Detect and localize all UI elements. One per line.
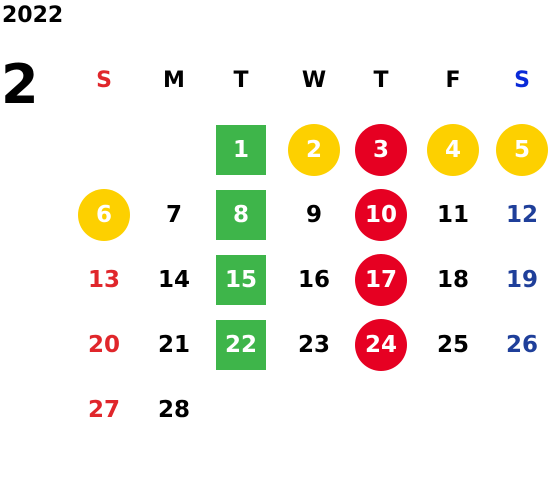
- day-cell: 7: [165, 202, 182, 228]
- day-cell: 17: [355, 254, 407, 306]
- day-cell: 21: [157, 332, 190, 358]
- month-label: 2: [1, 53, 39, 116]
- day-cell: 22: [216, 320, 266, 370]
- day-cell: 23: [297, 332, 330, 358]
- day-cell: 20: [87, 332, 120, 358]
- weekday-header: W: [301, 68, 327, 93]
- day-cell: 28: [157, 397, 190, 423]
- weekday-header: T: [233, 68, 249, 93]
- day-cell: 27: [87, 397, 120, 423]
- day-cell: 26: [505, 332, 538, 358]
- day-cell: 10: [355, 189, 407, 241]
- day-cell: 11: [436, 202, 469, 228]
- weekday-header: F: [445, 68, 461, 93]
- day-cell: 13: [87, 267, 120, 293]
- day-cell: 16: [297, 267, 330, 293]
- day-cell: 14: [157, 267, 190, 293]
- day-cell: 3: [355, 124, 407, 176]
- day-cell: 18: [436, 267, 469, 293]
- weekday-header: T: [373, 68, 389, 93]
- day-cell: 9: [305, 202, 322, 228]
- day-cell: 8: [216, 190, 266, 240]
- weekday-header: S: [514, 68, 530, 93]
- day-cell: 12: [505, 202, 538, 228]
- day-cell: 1: [216, 125, 266, 175]
- year-label: 2022: [2, 3, 64, 28]
- day-cell: 25: [436, 332, 469, 358]
- day-cell: 15: [216, 255, 266, 305]
- day-cell: 19: [505, 267, 538, 293]
- day-cell: 5: [496, 124, 548, 176]
- day-cell: 6: [78, 189, 130, 241]
- weekday-header: S: [96, 68, 112, 93]
- day-cell: 24: [355, 319, 407, 371]
- weekday-header: M: [163, 68, 185, 93]
- day-cell: 2: [288, 124, 340, 176]
- day-cell: 4: [427, 124, 479, 176]
